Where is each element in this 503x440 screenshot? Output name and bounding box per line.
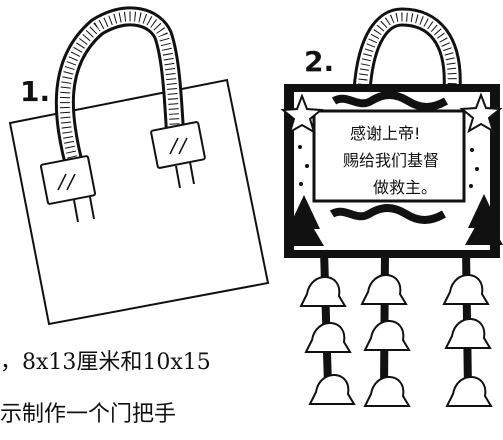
door-hanger-icon: [280, 7, 503, 407]
sign-line-2: 赐给我们基督: [343, 151, 440, 170]
sign-line-3: 做救主。: [373, 178, 438, 197]
tree-icon: [284, 194, 503, 246]
sign-line-1: 感谢上帝!: [350, 124, 421, 143]
caption-line-1: ，8x13厘米和10x15: [0, 350, 211, 375]
bag-icon: [8, 6, 270, 326]
bell-icon: [299, 249, 493, 407]
star-icon: [280, 92, 503, 135]
step-1-label: 1.: [20, 75, 51, 108]
caption-line-2: 示制作一个门把手: [0, 402, 177, 427]
step-2-label: 2.: [304, 45, 335, 78]
